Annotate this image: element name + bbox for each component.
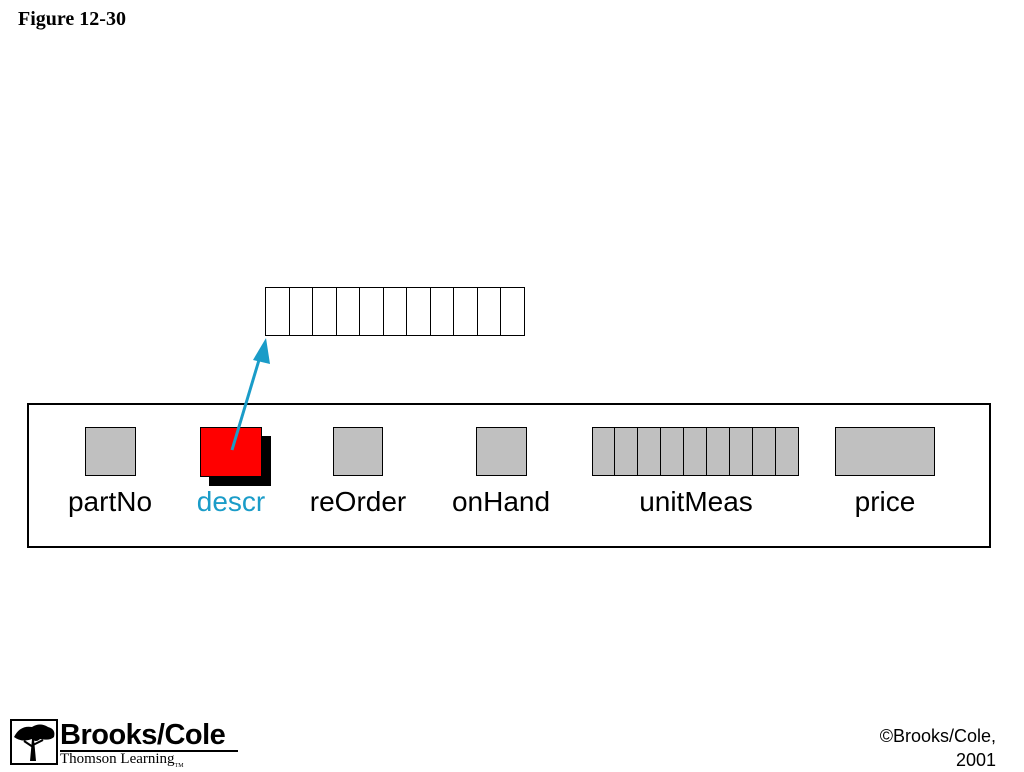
partNo-field <box>85 427 136 476</box>
array-cell <box>501 287 525 336</box>
array-cell <box>313 287 337 336</box>
unitMeas-cell <box>684 427 707 476</box>
logo-brand-text: Brooks/Cole <box>60 719 226 751</box>
copyright-notice: ©Brooks/Cole, 2001 <box>879 726 996 770</box>
unitMeas-cell <box>661 427 684 476</box>
unitMeas-cell <box>615 427 638 476</box>
array-cell <box>454 287 478 336</box>
label-price: price <box>854 486 916 517</box>
unitMeas-cell <box>707 427 730 476</box>
price-field <box>835 427 935 476</box>
descr-pointer-field <box>200 427 262 477</box>
array-cell <box>383 287 407 336</box>
array-cell <box>430 287 454 336</box>
figure-title: Figure 12-30 <box>18 8 126 30</box>
array-cell <box>336 287 360 336</box>
label-unitMeas: unitMeas <box>639 486 753 517</box>
array-cell <box>407 287 431 336</box>
array-cell <box>477 287 501 336</box>
array-cell <box>360 287 384 336</box>
logo-subtitle: Thomson LearningTM <box>60 751 184 769</box>
unitMeas-cell <box>638 427 661 476</box>
onHand-field <box>476 427 527 476</box>
unitMeas-cell <box>592 427 615 476</box>
unitMeas-cell <box>730 427 753 476</box>
descr-character-array <box>265 287 525 336</box>
array-cell <box>289 287 313 336</box>
label-descr: descr <box>196 486 266 517</box>
unitMeas-cell <box>753 427 776 476</box>
label-partNo: partNo <box>67 486 153 517</box>
label-onHand: onHand <box>451 486 551 517</box>
tree-icon <box>10 719 58 765</box>
unitMeas-cell <box>776 427 799 476</box>
logo-rule <box>60 750 238 752</box>
unitMeas-field <box>592 427 799 476</box>
reOrder-field <box>333 427 383 476</box>
label-reOrder: reOrder <box>309 486 407 517</box>
brooks-cole-logo: Brooks/Cole Thomson LearningTM <box>10 719 250 769</box>
array-cell <box>265 287 290 336</box>
